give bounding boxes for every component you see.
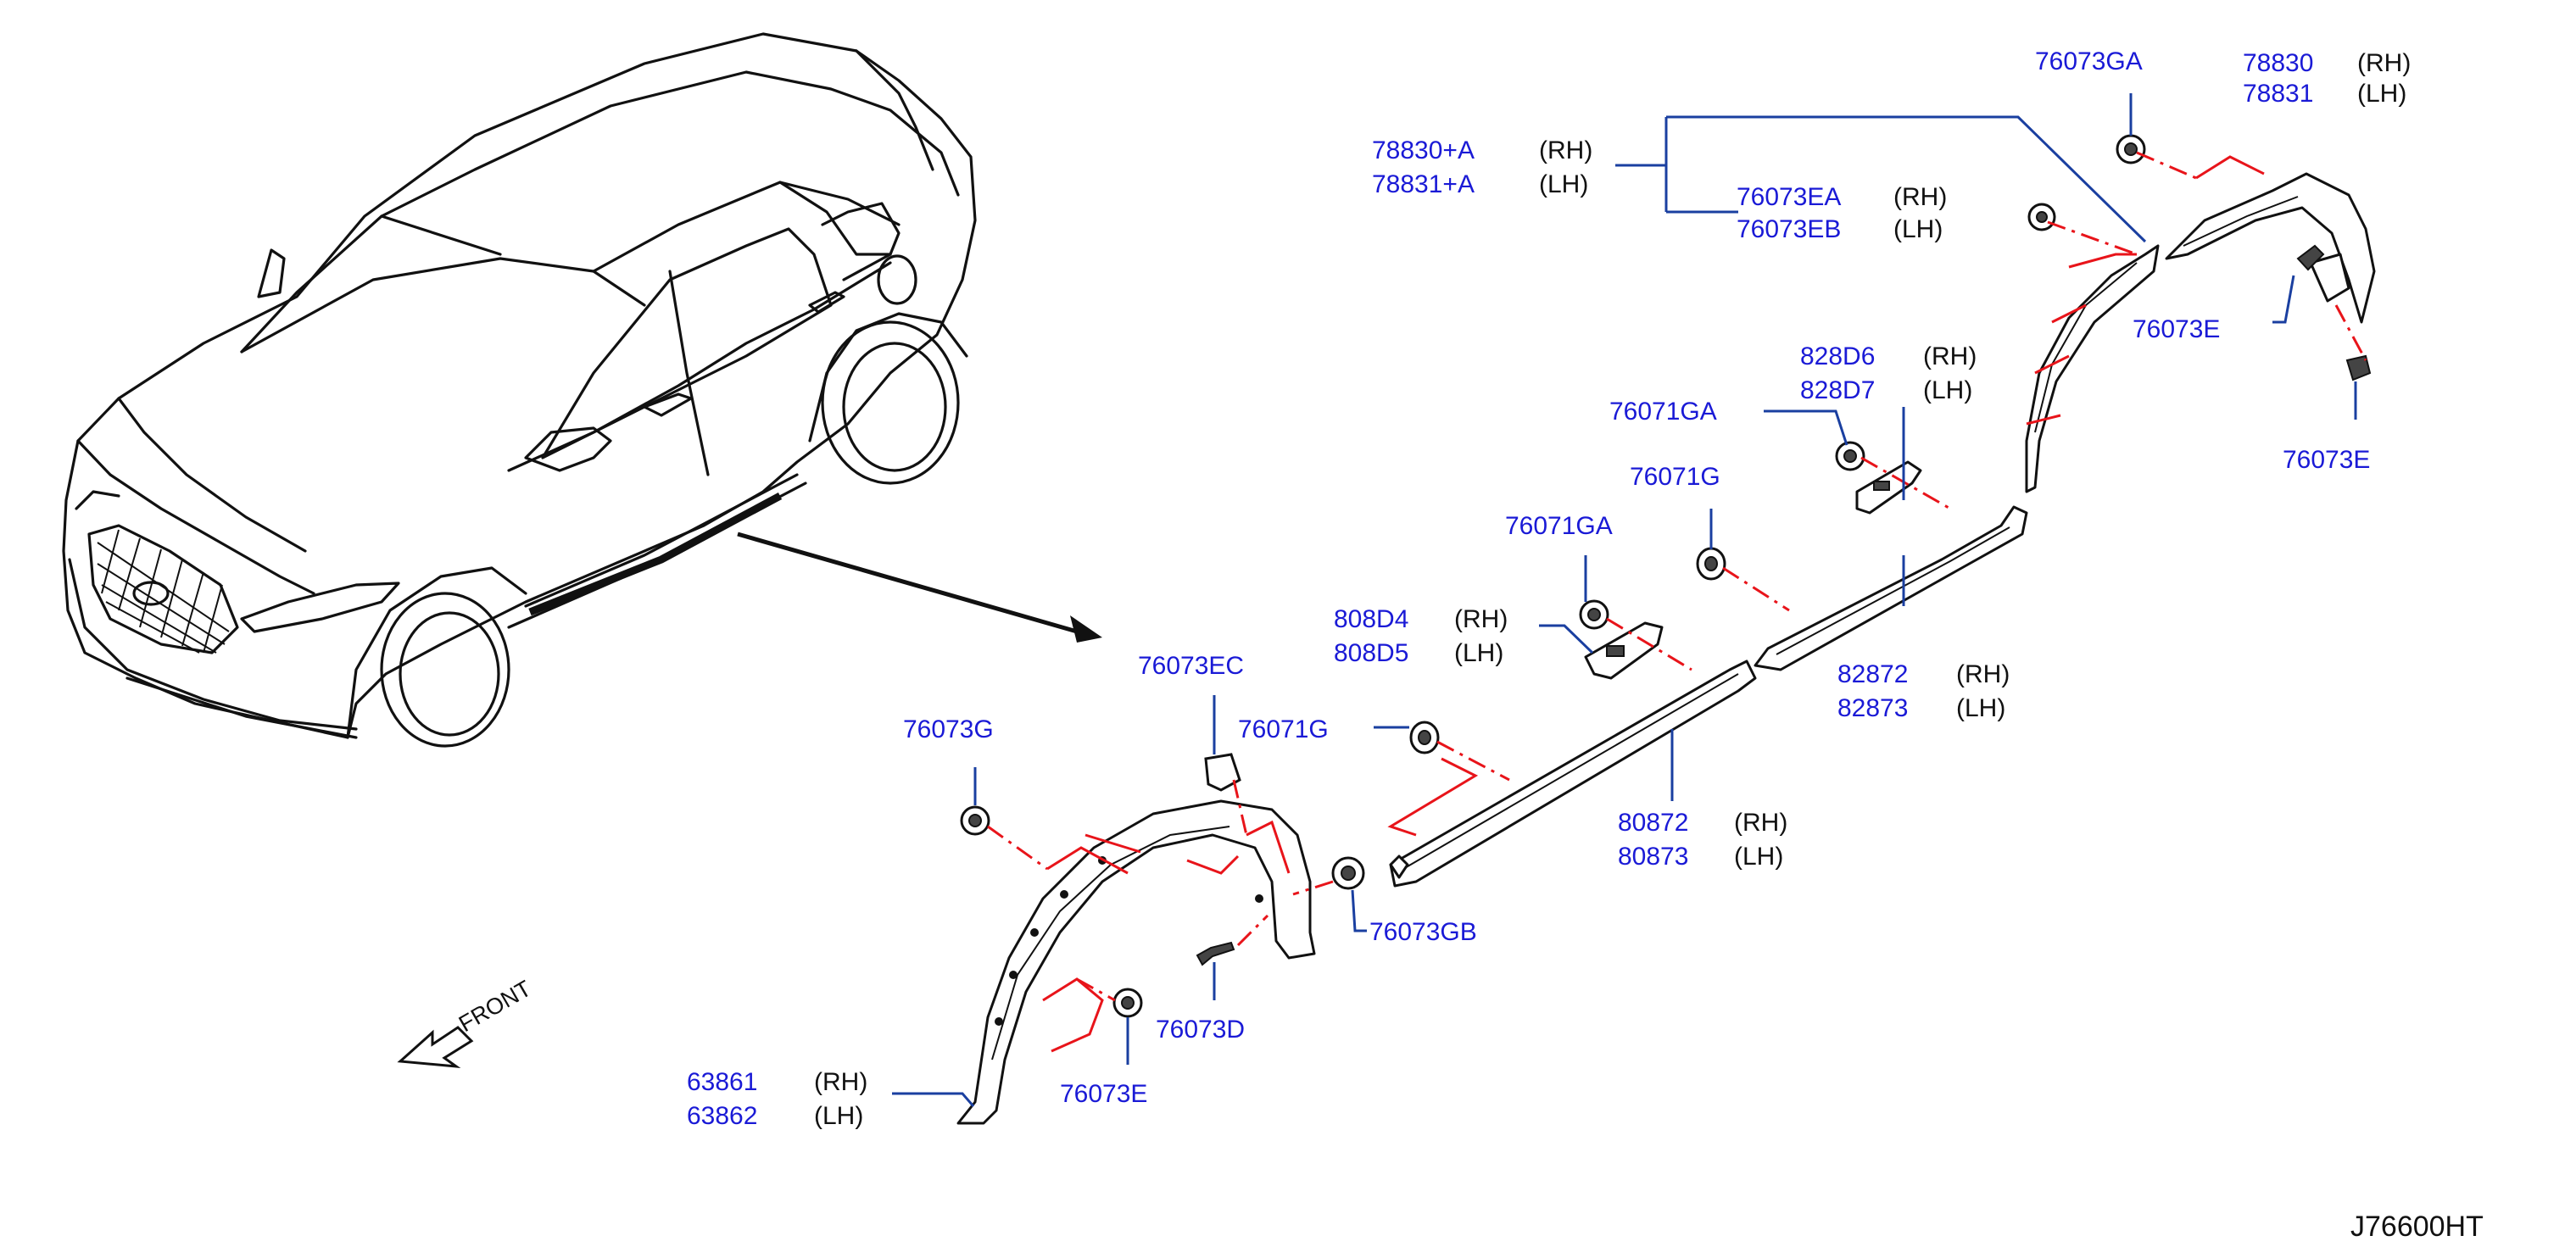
callout-c13: 76073EC bbox=[1138, 652, 1244, 680]
part-number: 808D5 bbox=[1334, 639, 1408, 667]
side-label: (RH) bbox=[814, 1068, 867, 1096]
side-label: (LH) bbox=[1893, 215, 1943, 243]
part-number: 828D6 bbox=[1800, 342, 1875, 370]
part-number: 76071GA bbox=[1505, 512, 1613, 540]
side-label: (RH) bbox=[1893, 183, 1947, 211]
part-number: 63862 bbox=[687, 1102, 757, 1130]
side-label: (LH) bbox=[1454, 639, 1503, 667]
part-number: 76073E bbox=[2133, 315, 2220, 343]
view-arrow bbox=[737, 532, 1102, 643]
callout-c7: 828D6 828D7 (RH) (LH) bbox=[1800, 342, 1977, 404]
callout-c2: 76073EA 76073EB (RH) (LH) bbox=[1737, 183, 1947, 243]
callout-c15: 76073G bbox=[903, 715, 994, 743]
clip-76073e-front bbox=[1112, 988, 1143, 1018]
part-number: 78831 bbox=[2243, 80, 2313, 108]
part-number: 76073EC bbox=[1138, 652, 1244, 680]
callout-c12: 82872 82873 (RH) (LH) bbox=[1837, 660, 2010, 722]
clip-76071ga-lower bbox=[1579, 599, 1609, 630]
part-number: 76073D bbox=[1156, 1016, 1245, 1044]
part-number: 63861 bbox=[687, 1068, 757, 1096]
clip-76073ga bbox=[2116, 134, 2146, 164]
part-number: 78831+A bbox=[1372, 170, 1475, 198]
part-number: 76073GB bbox=[1369, 918, 1477, 946]
part-number: 76073EB bbox=[1737, 215, 1841, 243]
callout-c17: 76073GB bbox=[1369, 918, 1477, 946]
bracket-808d4 bbox=[1584, 621, 1664, 680]
side-label: (LH) bbox=[1956, 694, 2005, 722]
part-number: 76071GA bbox=[1609, 398, 1717, 426]
grommet-76071g-upper bbox=[1696, 547, 1726, 581]
part-number: 76073E bbox=[1060, 1080, 1147, 1108]
grommet-76071g-lower bbox=[1409, 721, 1440, 754]
callout-c10: 76071GA bbox=[1505, 512, 1613, 540]
figure-code: J76600HT bbox=[2350, 1211, 2484, 1243]
side-label: (RH) bbox=[2357, 49, 2411, 77]
screw-76073d bbox=[1196, 941, 1235, 966]
callout-c3: 76073GA bbox=[2035, 47, 2143, 75]
part-number: 828D7 bbox=[1800, 376, 1875, 404]
callout-c8: 76071GA bbox=[1609, 398, 1717, 426]
side-label: (LH) bbox=[1923, 376, 1972, 404]
bracket-828d6 bbox=[1855, 460, 1922, 515]
side-label: (RH) bbox=[1454, 605, 1508, 633]
clip-76073g bbox=[960, 805, 990, 836]
clip-76073ec bbox=[1204, 753, 1241, 792]
callout-c19: 76073E bbox=[1060, 1080, 1147, 1108]
part-number: 76073GA bbox=[2035, 47, 2143, 75]
part-number: 82872 bbox=[1837, 660, 1908, 688]
front-direction-indicator: FRONT bbox=[397, 976, 536, 1068]
callout-c4: 78830 78831 (RH) (LH) bbox=[2243, 49, 2411, 108]
part-number: 82873 bbox=[1837, 694, 1908, 722]
part-number: 78830+A bbox=[1372, 136, 1475, 164]
rear-sill-molding bbox=[1754, 505, 2028, 671]
side-label: (RH) bbox=[1539, 136, 1592, 164]
clip-76071ga-upper bbox=[1835, 441, 1865, 471]
callout-c6: 76073E bbox=[2283, 446, 2370, 474]
clip-76073ea bbox=[2027, 203, 2056, 231]
side-label: (LH) bbox=[2357, 80, 2406, 108]
leader-lines bbox=[892, 93, 2357, 1107]
clip-76073gb bbox=[1331, 856, 1365, 890]
part-number: 76073G bbox=[903, 715, 994, 743]
rear-wheel-arch-molding bbox=[2165, 172, 2376, 324]
side-label: (LH) bbox=[1734, 843, 1783, 871]
side-label: (RH) bbox=[1734, 809, 1787, 837]
callout-c11: 808D4 808D5 (RH) (LH) bbox=[1334, 605, 1508, 667]
callout-c20: 63861 63862 (RH) (LH) bbox=[687, 1068, 867, 1130]
clip-76073e-lower bbox=[2345, 354, 2372, 381]
phantom-lines bbox=[987, 151, 2367, 1053]
rear-arch-extension bbox=[2025, 244, 2160, 493]
part-number: 78830 bbox=[2243, 49, 2313, 77]
part-number: 76071G bbox=[1238, 715, 1329, 743]
side-label: (RH) bbox=[1923, 342, 1977, 370]
callout-c14: 76071G bbox=[1238, 715, 1329, 743]
part-number: 80872 bbox=[1618, 809, 1688, 837]
side-label: (RH) bbox=[1956, 660, 2010, 688]
front-wheel-arch-molding bbox=[956, 799, 1316, 1125]
part-number: 808D4 bbox=[1334, 605, 1408, 633]
front-label: FRONT bbox=[454, 976, 536, 1037]
callout-c16: 80872 80873 (RH) (LH) bbox=[1618, 809, 1787, 871]
part-number: 80873 bbox=[1618, 843, 1688, 871]
part-number: 76073E bbox=[2283, 446, 2370, 474]
part-number: 76073EA bbox=[1737, 183, 1841, 211]
callout-c18: 76073D bbox=[1156, 1016, 1245, 1044]
clip-76073e-upper bbox=[2296, 244, 2325, 271]
callout-c5: 76073E bbox=[2133, 315, 2220, 343]
side-label: (LH) bbox=[814, 1102, 863, 1130]
side-label: (LH) bbox=[1539, 170, 1588, 198]
callout-c1: 78830+A 78831+A (RH) (LH) bbox=[1372, 136, 1592, 198]
part-number: 76071G bbox=[1630, 463, 1720, 491]
front-sill-molding bbox=[1389, 660, 1757, 888]
callout-c9: 76071G bbox=[1630, 463, 1720, 491]
vehicle-illustration bbox=[62, 32, 977, 748]
